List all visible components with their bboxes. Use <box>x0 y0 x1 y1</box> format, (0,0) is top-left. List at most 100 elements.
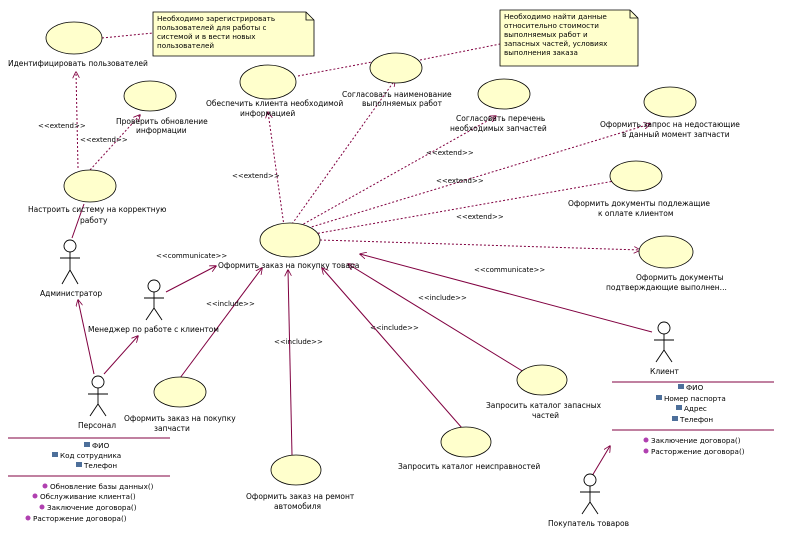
extend-line-main-docs-confirm <box>319 239 640 250</box>
usecase-docs-confirm-label: Оформить документы <box>636 273 724 282</box>
personnel-op-text: Обслуживание клиента() <box>40 492 136 501</box>
include-line-faults <box>322 268 463 429</box>
client-attr: ФИО <box>678 383 704 392</box>
usecase-catalog-parts-label: частей <box>532 411 559 420</box>
actor-manager-label: Менеджер по работе с клиентом <box>88 325 219 334</box>
actor-admin[interactable]: Администратор <box>40 239 102 298</box>
note-find-line: относительно стоимости <box>504 21 599 30</box>
include-line-parts <box>179 268 262 379</box>
client-attr-text: Номер паспорта <box>664 394 726 403</box>
stereotype-extend: <<extend>> <box>456 213 504 221</box>
connections <box>71 32 653 477</box>
extend-line-main-request <box>307 124 650 229</box>
personnel-op: Обновление базы данных() <box>42 482 154 491</box>
usecase-request-missing[interactable]: Оформить запрос на недостающие в данный … <box>600 86 740 139</box>
stereotype-labels: <<extend>> <<extend>> <<extend>> <<exten… <box>38 122 545 346</box>
extend-line-main-agree-parts <box>299 116 496 227</box>
personnel-attr-text: ФИО <box>92 441 110 450</box>
stereotype-include: <<include>> <box>418 294 467 302</box>
usecase-docs-payment-label: к оплате клиентом <box>598 209 674 218</box>
personnel-op-text: Обновление базы данных() <box>50 482 154 491</box>
stereotype-communicate: <<communicate>> <box>156 252 227 260</box>
actor-personnel-label: Персонал <box>78 421 116 430</box>
usecase-agree-names[interactable]: Согласовать наименование выполняемых раб… <box>342 52 452 108</box>
usecase-agree-names-label: выполняемых работ <box>362 99 443 108</box>
extend-line-main-agree-names <box>291 80 395 225</box>
actor-personnel[interactable]: Персонал <box>78 375 116 430</box>
note-find-line: Необходимо найти данные <box>504 12 607 21</box>
usecase-setup[interactable]: Настроить систему на корректную работу <box>28 169 166 225</box>
client-attr: Адрес <box>676 404 707 413</box>
class-personnel: ФИО Код сотрудника Телефон Обновление ба… <box>8 437 170 523</box>
personnel-attr: ФИО <box>84 441 110 450</box>
usecase-setup-label: Настроить систему на корректную <box>28 205 166 214</box>
usecase-docs-payment[interactable]: Оформить документы подлежащие к оплате к… <box>568 160 710 218</box>
usecase-provide-info-label: информацией <box>240 109 295 118</box>
client-attr-text: ФИО <box>686 383 704 392</box>
client-attr-text: Телефон <box>679 415 713 424</box>
personnel-op: Заключение договора() <box>39 503 137 512</box>
stereotype-communicate: <<communicate>> <box>474 266 545 274</box>
stereotype-extend: <<extend>> <box>80 136 128 144</box>
actor-client-label: Клиент <box>650 367 680 376</box>
usecase-agree-parts-label: Согласовать перечень <box>456 114 545 123</box>
note-register: Необходимо зарегистрировать пользователе… <box>152 11 315 57</box>
assoc-personnel-manager <box>103 336 138 375</box>
usecase-check-update-label: Проверить обновление <box>116 117 208 126</box>
include-line-repair <box>288 270 293 456</box>
personnel-op: Обслуживание клиента() <box>32 492 136 501</box>
usecase-provide-info[interactable]: Обеспечить клиента необходимой информаци… <box>206 64 343 118</box>
usecase-order-parts-label: запчасти <box>154 424 190 433</box>
extend-line-setup-check <box>89 115 140 171</box>
usecase-order-main-label: Оформить заказ на покупку товара <box>218 261 359 270</box>
note-anchor-find-2 <box>419 43 501 61</box>
actor-buyer[interactable]: Покупатель товаров <box>548 473 629 528</box>
usecase-check-update[interactable]: Проверить обновление информации <box>116 80 208 135</box>
usecase-agree-parts[interactable]: Согласовать перечень необходимых запчаст… <box>450 78 547 133</box>
usecase-docs-payment-label: Оформить документы подлежащие <box>568 199 710 208</box>
stereotype-extend: <<extend>> <box>38 122 86 130</box>
actor-admin-label: Администратор <box>40 289 102 298</box>
usecase-order-main[interactable]: Оформить заказ на покупку товара <box>218 222 359 270</box>
client-op: Заключение договора() <box>643 436 741 445</box>
note-register-line: Необходимо зарегистрировать <box>157 14 275 23</box>
actor-manager[interactable]: Менеджер по работе с клиентом <box>88 279 219 334</box>
usecase-catalog-faults[interactable]: Запросить каталог неисправностей <box>398 426 540 471</box>
usecase-agree-parts-label: необходимых запчастей <box>450 124 547 133</box>
note-register-line: пользователей для работы с <box>157 23 266 32</box>
communicate-line-manager <box>165 266 216 293</box>
usecase-order-repair-label: автомобиля <box>274 502 321 511</box>
communicate-line-client <box>360 254 653 333</box>
assoc-admin-setup <box>71 203 85 239</box>
stereotype-include: <<include>> <box>274 338 323 346</box>
usecase-identify[interactable]: Идентифицировать пользователей <box>8 21 148 68</box>
personnel-op: Расторжение договора() <box>25 514 127 523</box>
actor-client[interactable]: Клиент <box>650 321 680 376</box>
personnel-attr: Код сотрудника <box>52 451 121 460</box>
usecase-setup-label: работу <box>80 216 108 225</box>
usecase-catalog-parts[interactable]: Запросить каталог запасных частей <box>486 364 602 420</box>
usecase-request-missing-label: в данный момент запчасти <box>622 130 730 139</box>
client-op-text: Заключение договора() <box>651 436 741 445</box>
stereotype-extend: <<extend>> <box>232 172 280 180</box>
client-op-text: Расторжение договора() <box>651 447 745 456</box>
note-find-line: выполнения заказа <box>504 48 578 57</box>
stereotype-extend: <<extend>> <box>436 177 484 185</box>
usecase-order-repair-label: Оформить заказ на ремонт <box>246 492 355 501</box>
actor-buyer-label: Покупатель товаров <box>548 519 629 528</box>
personnel-op-text: Заключение договора() <box>47 503 137 512</box>
usecase-order-parts-label: Оформить заказ на покупку <box>124 414 236 423</box>
note-find-line: запасных частей, условиях <box>504 39 608 48</box>
usecase-order-parts[interactable]: Оформить заказ на покупку запчасти <box>124 376 236 433</box>
personnel-op-text: Расторжение договора() <box>33 514 127 523</box>
client-attr: Номер паспорта <box>656 394 726 403</box>
usecase-docs-confirm-label: подтверждающие выполнен... <box>606 283 727 292</box>
stereotype-extend: <<extend>> <box>426 149 474 157</box>
personnel-attr: Телефон <box>76 461 117 470</box>
usecase-docs-confirm[interactable]: Оформить документы подтверждающие выполн… <box>606 235 727 292</box>
client-attr-text: Адрес <box>684 404 707 413</box>
personnel-attr-text: Код сотрудника <box>60 451 121 460</box>
usecase-order-repair[interactable]: Оформить заказ на ремонт автомобиля <box>246 454 355 511</box>
extend-line-main-provide <box>268 112 285 227</box>
